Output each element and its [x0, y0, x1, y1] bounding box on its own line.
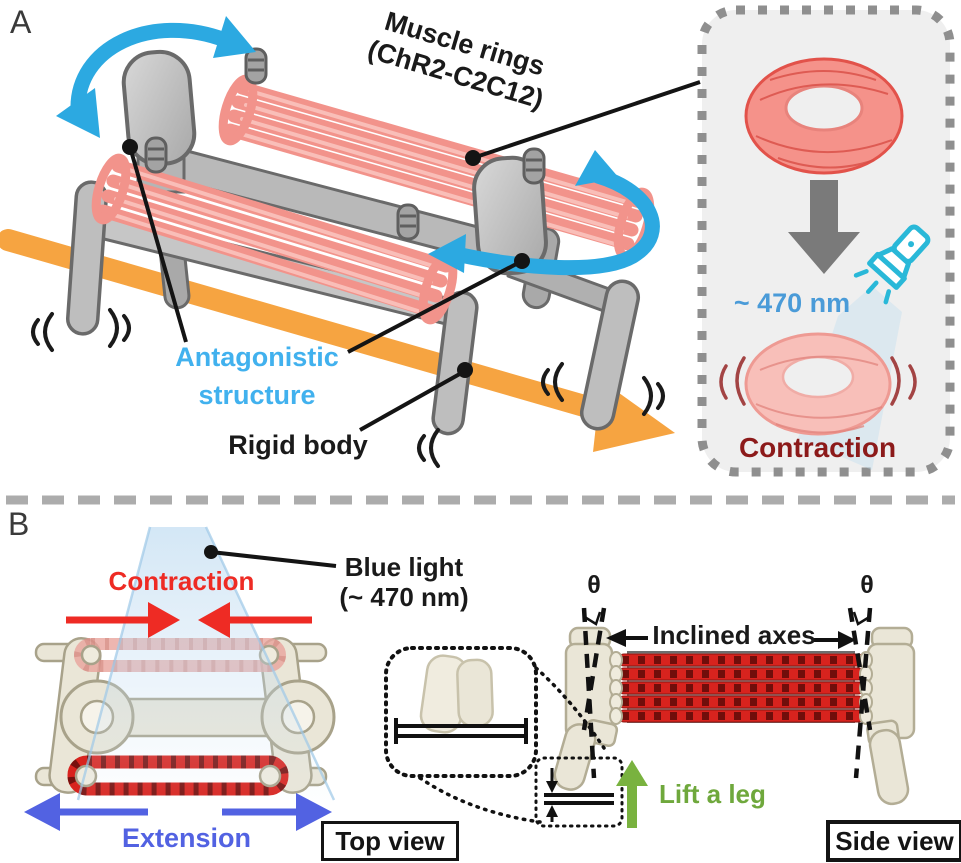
magnifier-inset — [384, 646, 538, 778]
side-view-illustration — [384, 607, 916, 828]
contraction-arrows-icon — [66, 602, 312, 638]
panel-a-illustration — [0, 16, 701, 468]
inclined-axes-label: Inclined axes — [652, 620, 816, 650]
flashlight-icon — [853, 224, 931, 305]
ground-lines — [394, 718, 528, 744]
wavelength-label: ~ 470 nm — [733, 288, 851, 318]
extension-arrows-icon — [24, 793, 332, 831]
lift-leg-arrow-icon — [616, 760, 648, 828]
theta-right-label: θ — [860, 571, 874, 599]
robot-leg-right — [579, 279, 641, 431]
rigid-body-label: Rigid body — [228, 430, 368, 460]
muscle-ring-contracted-illustration — [719, 332, 917, 436]
blue-light-callout-line — [204, 545, 337, 568]
robot-leg-left — [65, 180, 109, 336]
muscle-coil-upper — [218, 74, 655, 261]
panel-b-label: B — [8, 506, 30, 542]
callout-lines-a — [122, 80, 701, 432]
side-view-ground-leg — [868, 728, 910, 806]
blue-light-beam — [76, 526, 336, 801]
antagonistic-structure-label: Antagonistic structure — [175, 342, 339, 411]
robot-right-post — [472, 155, 548, 276]
down-arrow-icon — [788, 180, 860, 274]
inclined-axes-arrows-icon — [606, 629, 856, 649]
side-view-frame — [553, 626, 916, 806]
top-view-caption: Top view — [321, 821, 459, 861]
rotation-arrow-left-icon — [56, 16, 256, 138]
muscle-ring-relaxed-illustration — [744, 57, 904, 175]
theta-left-label: θ — [587, 571, 601, 599]
panel-a-label: A — [10, 4, 32, 40]
muscle-coil-lower — [91, 153, 458, 325]
blue-light-label: Blue light (~ 470 nm) — [339, 552, 469, 612]
gap-detail-inset — [534, 756, 624, 828]
inclined-axis-dashes — [581, 607, 873, 779]
top-view-illustration — [24, 526, 337, 831]
magnifier-leader-dots — [418, 666, 606, 824]
lift-a-leg-label: Lift a leg — [659, 779, 766, 809]
side-view-caption: Side view — [826, 820, 961, 862]
contraction-inset-panel — [697, 5, 955, 477]
extension-label: Extension — [121, 823, 252, 853]
contraction-vibration-marks — [719, 356, 917, 406]
inset-contraction-label: Contraction — [738, 432, 897, 463]
side-view-muscle-rings — [617, 653, 865, 723]
topview-contraction-label: Contraction — [108, 566, 255, 596]
